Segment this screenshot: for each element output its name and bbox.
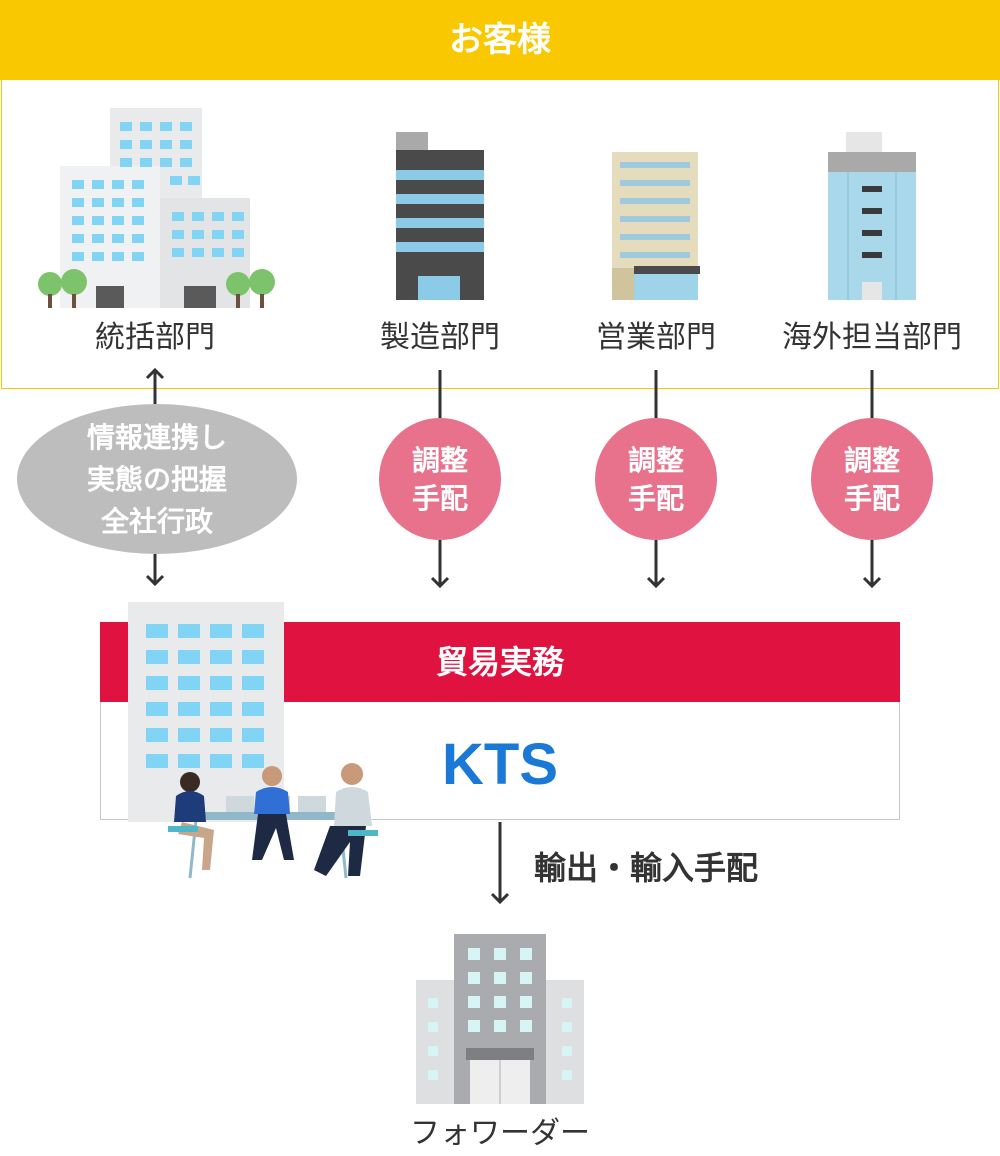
coordination-bubble-overseas <box>811 418 933 540</box>
coordination-bubble-line: 手配 <box>411 482 468 515</box>
dept-label-manufacturing: 製造部門 <box>380 320 500 355</box>
hq-building-icon <box>38 108 275 308</box>
customer-frame <box>1 80 999 389</box>
coordination-bubble-sales <box>595 418 717 540</box>
manufacturing-building-icon <box>396 132 484 300</box>
coordination-bubble-line: 調整 <box>627 444 684 477</box>
forwarder-label: フォワーダー <box>410 1116 590 1151</box>
trade-frame <box>100 702 900 820</box>
coordination-bubble-line: 調整 <box>411 444 468 477</box>
kts-office-building-icon <box>128 602 284 822</box>
forwarder-building-icon <box>416 934 584 1104</box>
info-bubble-line: 情報連携し <box>86 421 227 454</box>
info-sharing-bubble <box>17 404 297 554</box>
company-name: KTS <box>442 732 558 797</box>
meeting-team-icon <box>168 763 378 879</box>
info-bubble-line: 全社行政 <box>100 505 213 538</box>
coordination-bubble-manufacturing <box>379 418 501 540</box>
logistics-label: 輸出・輸入手配 <box>534 849 759 887</box>
dept-label-overseas: 海外担当部門 <box>782 320 962 355</box>
coordination-bubble-line: 調整 <box>843 444 900 477</box>
dept-label-sales: 営業部門 <box>596 320 716 355</box>
coordination-bubble-line: 手配 <box>627 482 684 515</box>
info-bubble-line: 実態の把握 <box>86 463 227 496</box>
sales-building-icon <box>612 152 700 300</box>
dept-label-headquarters: 統括部門 <box>95 320 215 355</box>
coordination-bubble-line: 手配 <box>843 482 900 515</box>
trade-title: 貿易実務 <box>435 643 564 681</box>
overseas-building-icon <box>828 132 916 300</box>
customer-header-band <box>0 0 1000 80</box>
customer-title: お客様 <box>449 20 551 60</box>
flow-arrows <box>145 367 882 905</box>
